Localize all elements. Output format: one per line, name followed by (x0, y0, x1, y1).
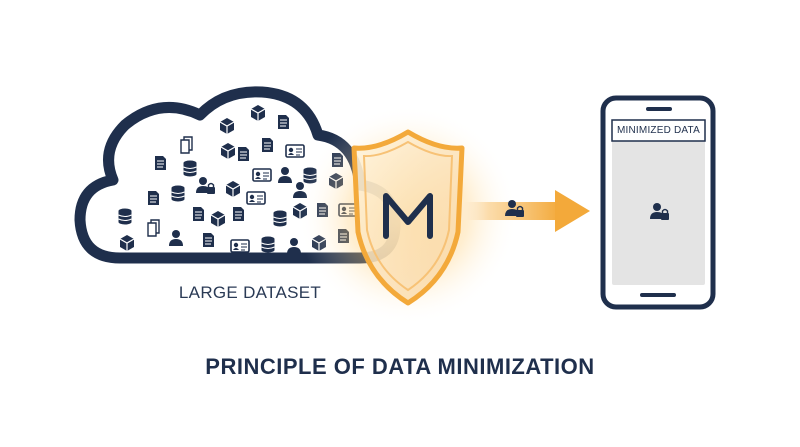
cube-icon (225, 180, 241, 198)
lockuser-icon (195, 176, 216, 195)
minimized-data-label: MINIMIZED DATA (617, 125, 700, 136)
doc-icon (237, 146, 250, 162)
cube-icon (219, 117, 235, 135)
large-dataset-label: LARGE DATASET (178, 283, 322, 302)
db-icon (273, 210, 287, 227)
phone-device (600, 95, 716, 310)
doc-icon (277, 114, 290, 130)
db-icon (183, 160, 197, 177)
doc-icon (232, 206, 245, 222)
m-shield-icon (351, 129, 465, 306)
card-icon (252, 168, 272, 182)
user-icon (287, 238, 301, 254)
cube-icon (220, 142, 236, 160)
cube-icon (250, 104, 266, 122)
flow-arrow (440, 190, 590, 232)
docs-icon (180, 136, 193, 154)
db-icon (118, 208, 132, 225)
card-icon (230, 239, 250, 253)
user-icon (278, 167, 292, 183)
user-icon (169, 230, 183, 246)
doc-icon (261, 137, 274, 153)
doc-icon (192, 206, 205, 222)
card-icon (285, 144, 305, 158)
card-icon (246, 191, 266, 205)
doc-icon (147, 190, 160, 206)
cube-icon (119, 234, 135, 252)
db-icon (171, 185, 185, 202)
docs-icon (147, 219, 160, 237)
doc-icon (202, 232, 215, 248)
cube-icon (210, 210, 226, 228)
page-title: PRINCIPLE OF DATA MINIMIZATION (205, 354, 595, 379)
doc-icon (154, 155, 167, 171)
db-icon (261, 236, 275, 253)
